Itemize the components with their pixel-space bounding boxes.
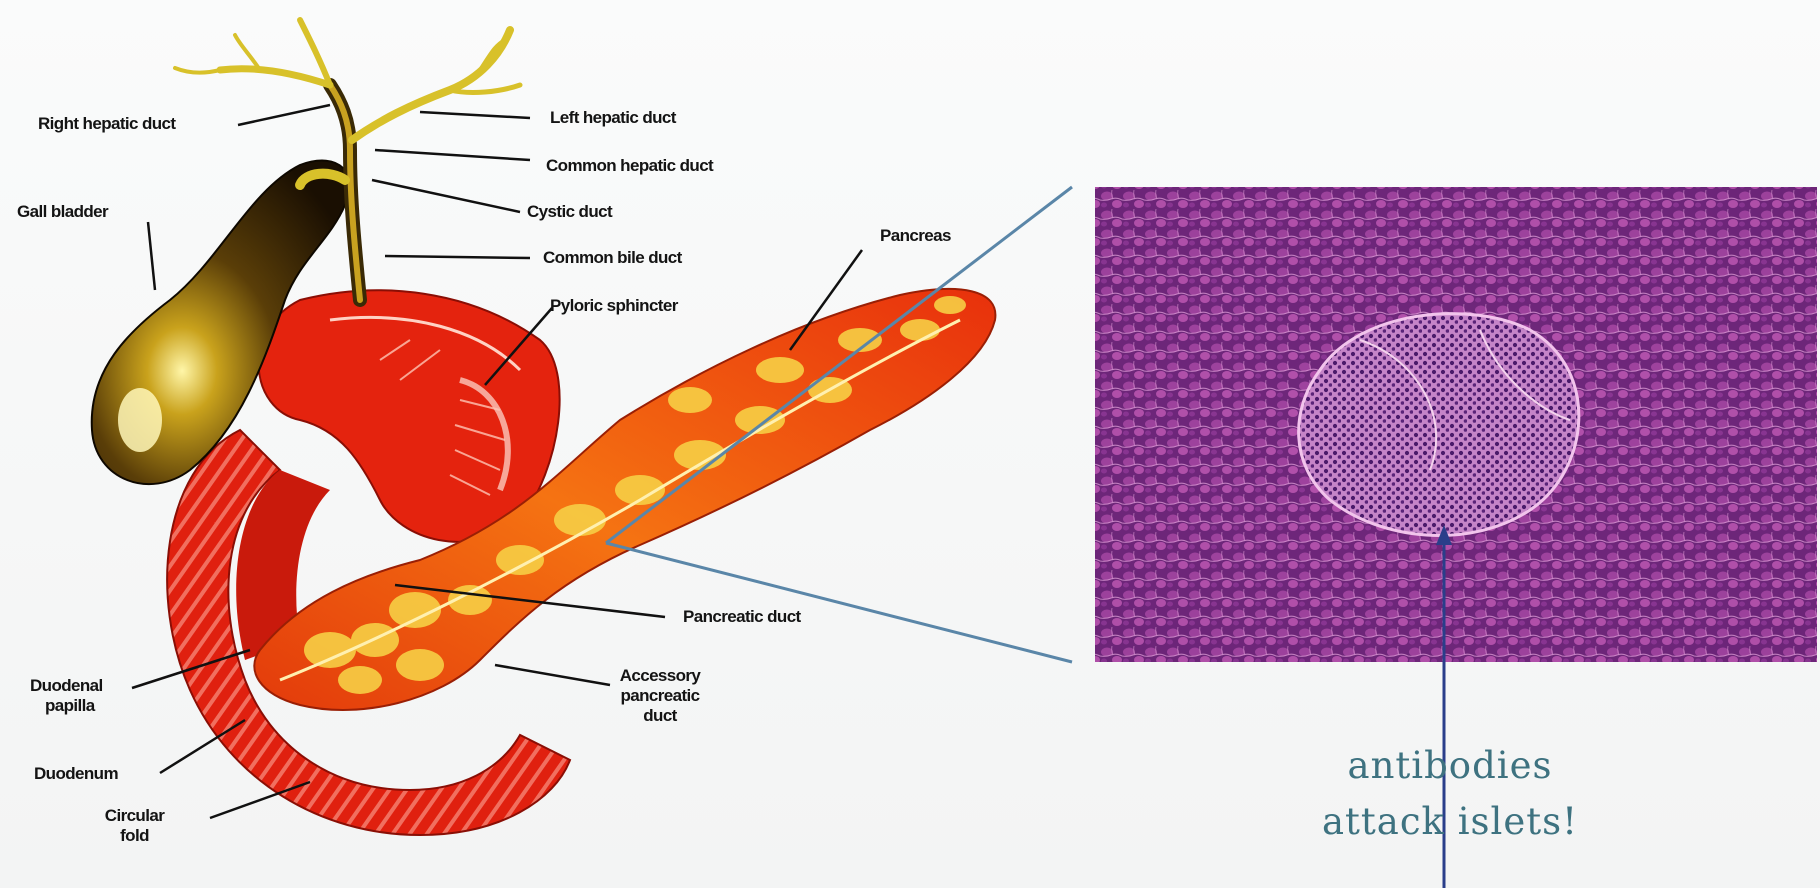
islet-caption: antibodies attack islets! (1250, 738, 1650, 850)
label-pancreatic-duct: Pancreatic duct (683, 607, 801, 627)
caption-line1: antibodies (1250, 738, 1650, 794)
caption-line2: attack islets! (1250, 794, 1650, 850)
label-right-hepatic-duct: Right hepatic duct (38, 114, 175, 134)
label-accessory-line1: Accessory (610, 666, 710, 686)
label-circular-fold-line1: Circular (92, 806, 177, 826)
label-pyloric-sphincter: Pyloric sphincter (550, 296, 678, 316)
label-accessory-line3: duct (610, 706, 710, 726)
label-accessory-pancreatic-duct: Accessory pancreatic duct (610, 666, 710, 726)
label-pancreas: Pancreas (880, 226, 951, 246)
histology-micrograph (1095, 187, 1817, 662)
label-left-hepatic-duct: Left hepatic duct (550, 108, 676, 128)
label-circular-fold: Circular fold (92, 806, 177, 846)
label-cystic-duct: Cystic duct (527, 202, 612, 222)
label-common-bile-duct: Common bile duct (543, 248, 682, 268)
label-duodenal-papilla: Duodenal papilla (30, 676, 103, 716)
label-gall-bladder: Gall bladder (17, 202, 108, 222)
label-duodenal-papilla-line2: papilla (30, 696, 103, 716)
label-duodenum: Duodenum (34, 764, 118, 784)
label-circular-fold-line2: fold (92, 826, 177, 846)
label-common-hepatic-duct: Common hepatic duct (546, 156, 713, 176)
label-duodenal-papilla-line1: Duodenal (30, 676, 103, 696)
label-accessory-line2: pancreatic (610, 686, 710, 706)
